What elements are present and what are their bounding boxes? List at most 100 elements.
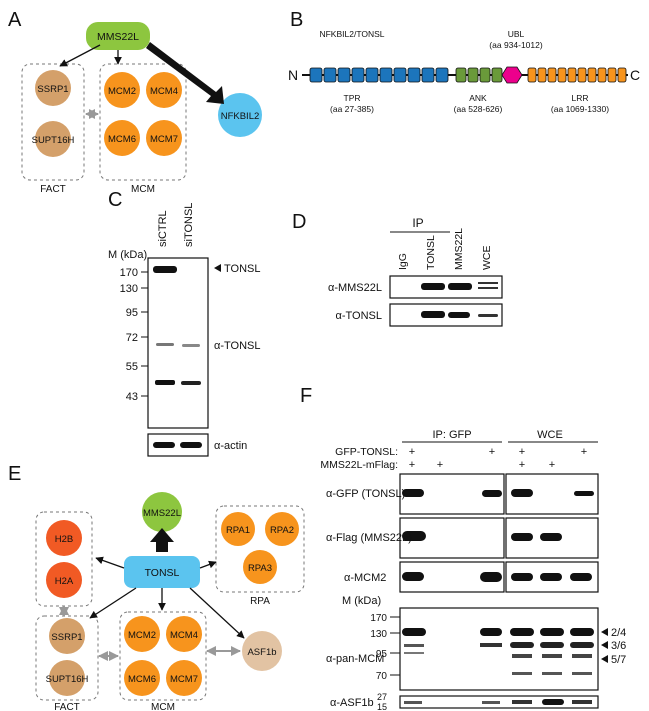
- panel-b: B NFKBIL2/TONSL UBL (aa 934-1012) N C TP…: [288, 9, 640, 114]
- f-row-label-panmcm: α-pan-MCM: [326, 653, 384, 665]
- c-marker-72: 72: [126, 332, 138, 344]
- d-band-mms22l-wce-b: [478, 287, 498, 289]
- fact-group-label: FACT: [40, 184, 66, 195]
- ssrp1-node: [35, 70, 71, 106]
- f-sign-c1-l4: +: [519, 446, 525, 458]
- tpr-repeats: [309, 67, 449, 83]
- e-rpa1-label: RPA1: [226, 525, 250, 536]
- e-mcm2-node: [124, 616, 160, 652]
- thick-arrow-mms22l-nfkbil2: [146, 42, 224, 104]
- c-band-ctrl-70: [156, 343, 174, 346]
- e-asf1b-node: [242, 631, 282, 671]
- tpr-label: TPR: [344, 93, 361, 103]
- tpr-repeat-3: [337, 67, 351, 83]
- e-mms22l-node: [142, 492, 182, 532]
- e-rpa-group-label: RPA: [250, 596, 270, 607]
- f-band-label-24: 2/4: [611, 627, 626, 639]
- e-arrow-tonsl-histone: [95, 556, 125, 569]
- d-ip-label: IP: [412, 216, 423, 230]
- e-h2a-node: [46, 562, 82, 598]
- d-band-mms22l-mms22l: [448, 283, 472, 290]
- c-actin-band-2: [180, 442, 202, 448]
- f-sign-c1-l3: +: [489, 446, 495, 458]
- d-band-tonsl-wce: [478, 314, 498, 317]
- lrr-label: LRR: [571, 93, 588, 103]
- c-tonsl-band: [153, 266, 177, 273]
- f-sign-c1-l1: +: [409, 446, 415, 458]
- supt16h-node: [35, 121, 71, 157]
- f-wce-label: WCE: [537, 429, 563, 441]
- lrr-repeat-9: [607, 67, 617, 83]
- e-asf1b-label: ASF1b: [247, 647, 276, 658]
- tpr-repeat-4: [351, 67, 365, 83]
- e-tonsl-label: TONSL: [145, 567, 180, 579]
- d-band-tonsl-tonsl: [421, 311, 445, 318]
- panel-f-label: F: [300, 385, 312, 407]
- c-tonsl-blot: [147, 257, 209, 429]
- f-band-label-57: 5/7: [611, 654, 626, 666]
- mcm-group-label: MCM: [131, 184, 155, 195]
- d-row-label-tonsl: α-TONSL: [336, 310, 383, 322]
- f-marker-170: 170: [370, 613, 387, 624]
- c-band-si-70: [182, 344, 200, 347]
- e-h2b-label: H2B: [55, 534, 73, 545]
- d-band-mms22l-tonsl: [421, 283, 445, 290]
- e-rpa2-node: [265, 512, 299, 546]
- e-thick-arrow-tonsl-mms22l: [150, 528, 174, 552]
- mms22l-node: [86, 22, 150, 50]
- c-marker-170: 170: [120, 267, 138, 279]
- d-lane-tonsl: TONSL: [425, 235, 437, 270]
- c-loading-label: α-actin: [214, 440, 247, 452]
- panel-a: A MMS22L SSRP1 SUPT16H FACT MCM2 MCM4 MC…: [8, 9, 262, 195]
- panel-e-label: E: [8, 463, 21, 485]
- d-row-label-mms22l: α-MMS22L: [328, 282, 382, 294]
- mcm6-label: MCM6: [108, 134, 136, 145]
- lrr-repeat-8: [597, 67, 607, 83]
- ank-repeat-3: [479, 67, 491, 83]
- mcm4-node: [146, 72, 182, 108]
- e-h2a-label: H2A: [55, 576, 74, 587]
- e-h2b-node: [46, 520, 82, 556]
- e-rpa2-label: RPA2: [270, 525, 294, 536]
- e-mcm7-node: [166, 660, 202, 696]
- ank-repeats: [455, 67, 503, 83]
- c-antibody-label: α-TONSL: [214, 340, 261, 352]
- e-rpa3-label: RPA3: [248, 563, 272, 574]
- f-marker-15: 15: [377, 702, 387, 711]
- tpr-repeat-7: [393, 67, 407, 83]
- lrr-repeats: [527, 67, 627, 83]
- e-mcm6-label: MCM6: [128, 674, 156, 685]
- protein-name-label: NFKBIL2/TONSL: [319, 29, 384, 39]
- c-marker-130: 130: [120, 283, 138, 295]
- mcm-group-box: [99, 63, 187, 181]
- nfkbil2-node: [218, 93, 262, 137]
- tpr-repeat-2: [323, 67, 337, 83]
- ubl-range-label: (aa 934-1012): [489, 40, 543, 50]
- nfkbil2-label: NFKBIL2: [221, 111, 260, 122]
- f-cond1-label: GFP-TONSL:: [335, 446, 398, 458]
- e-mcm4-label: MCM4: [170, 630, 198, 641]
- d-band-mms22l-wce-a: [478, 282, 498, 284]
- c-actin-blot: [147, 433, 209, 457]
- d-band-tonsl-mms22l: [448, 312, 470, 318]
- tpr-repeat-9: [421, 67, 435, 83]
- c-marker-55: 55: [126, 361, 138, 373]
- fact-group-box: [21, 63, 85, 181]
- tpr-repeat-10: [435, 67, 449, 83]
- lrr-repeat-4: [557, 67, 567, 83]
- c-band-label: TONSL: [224, 263, 260, 275]
- e-rpa1-node: [221, 512, 255, 546]
- mcm7-label: MCM7: [150, 134, 178, 145]
- ssrp1-label: SSRP1: [37, 84, 68, 95]
- mcm4-label: MCM4: [150, 86, 178, 97]
- e-supt16h-node: [49, 660, 85, 696]
- f-sign-c2-l4: +: [519, 459, 525, 471]
- tpr-repeat-1: [309, 67, 323, 83]
- f-marker-130: 130: [370, 629, 387, 640]
- ubl-domain: [501, 66, 523, 84]
- e-mcm7-label: MCM7: [170, 674, 198, 685]
- d-lane-igg: IgG: [397, 253, 409, 270]
- lane-label-sitonsl: siTONSL: [183, 203, 195, 247]
- mcm2-node: [104, 72, 140, 108]
- e-mcm4-node: [166, 616, 202, 652]
